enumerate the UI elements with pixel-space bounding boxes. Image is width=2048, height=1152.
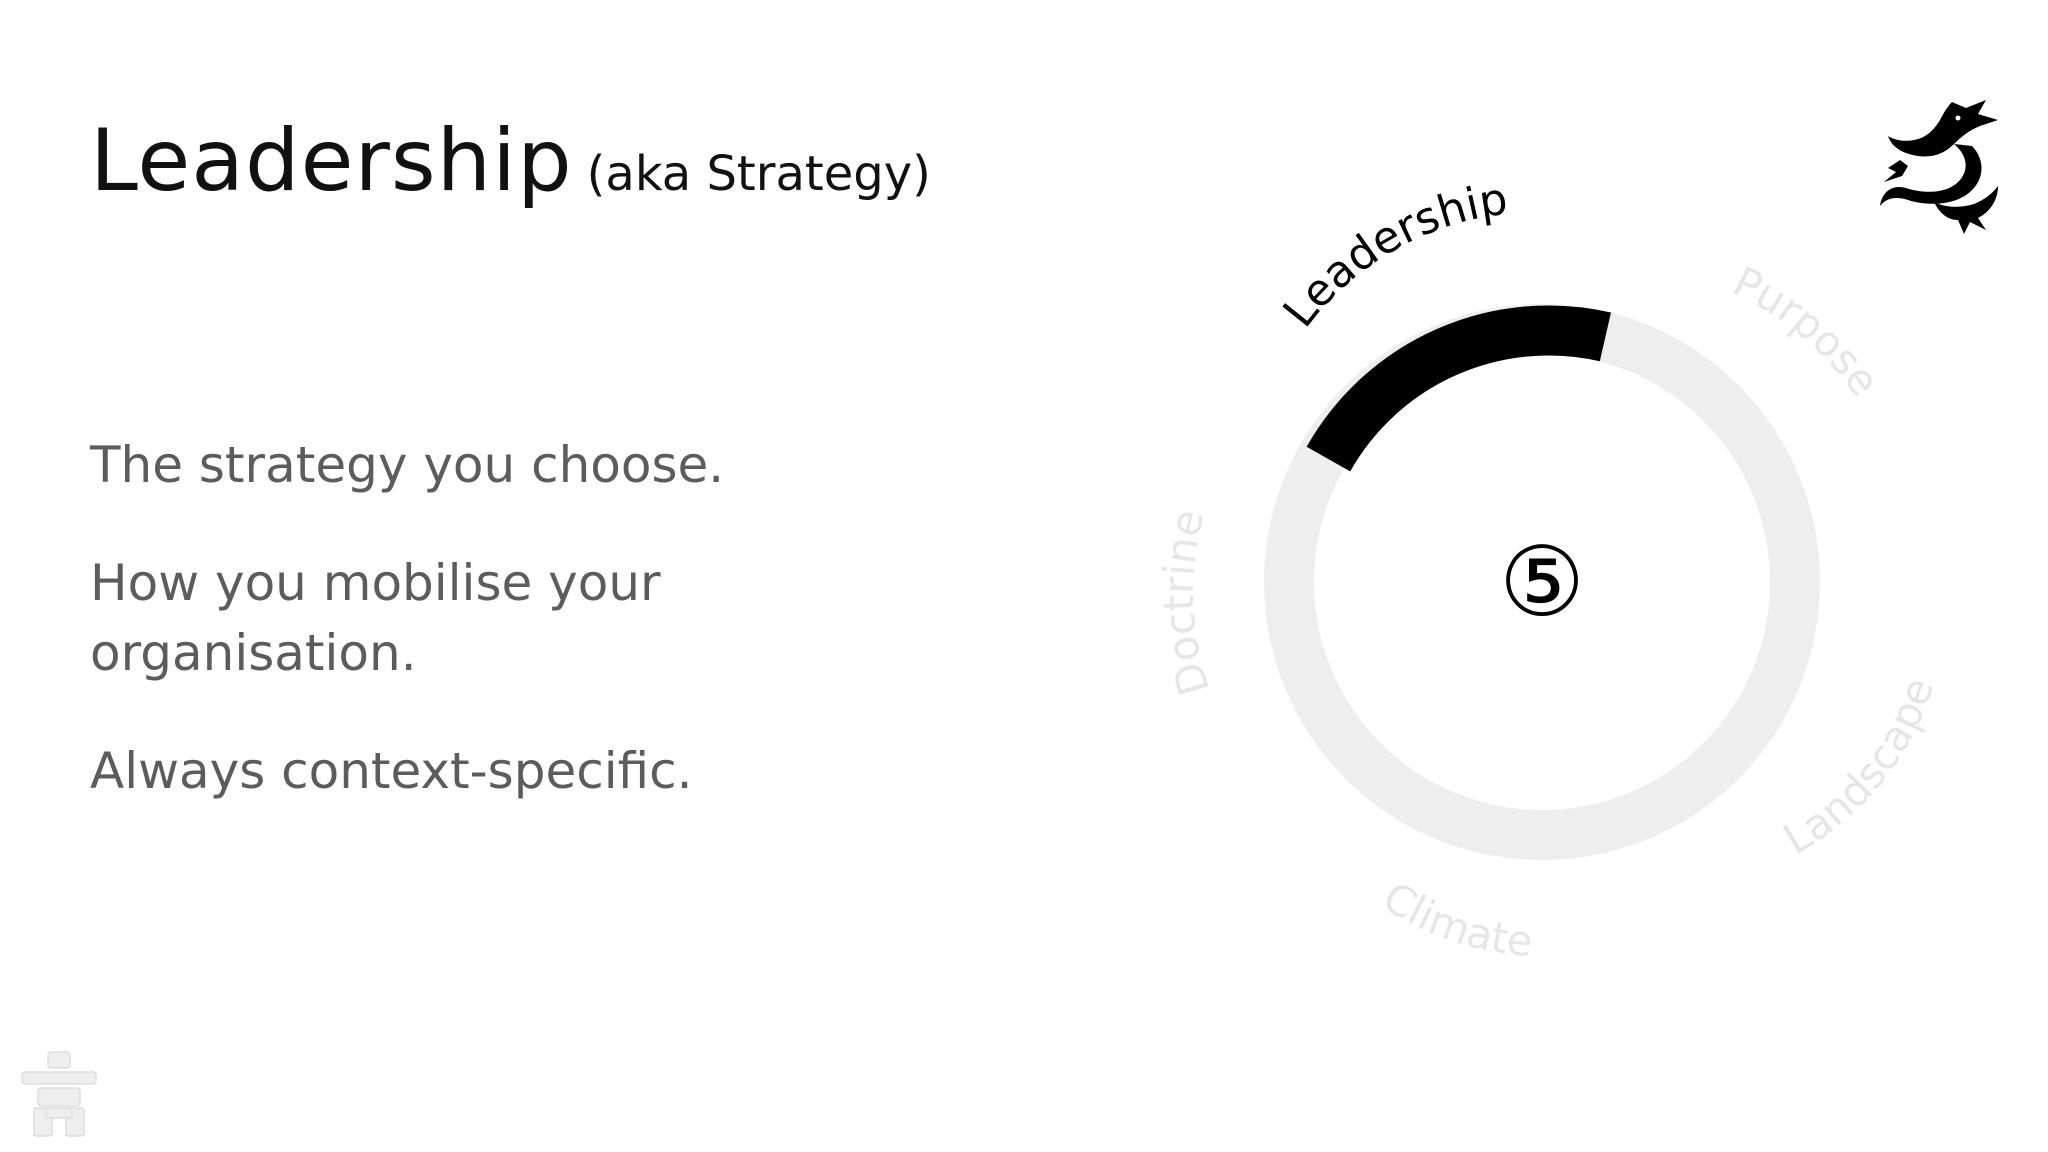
point-strategy: The strategy you choose. — [90, 436, 725, 494]
point-mobilise: How you mobilise your organisation. — [90, 554, 661, 682]
title-subtitle: (aka Strategy) — [586, 146, 931, 202]
point-context: Always context-specific. — [90, 742, 693, 800]
segment-label-purpose-path: Purpose — [1726, 257, 1889, 405]
body-text: The strategy you choose. How you mobilis… — [90, 430, 850, 854]
title-main: Leadership — [90, 111, 573, 211]
strategy-cycle: Leadership Purpose Landscape Climate Doc… — [1154, 173, 1944, 966]
inukshuk-icon — [21, 1051, 97, 1137]
segment-label-purpose: Purpose — [1726, 257, 1889, 405]
dragon-logo-icon — [1880, 100, 1998, 234]
leadership-segment — [1306, 305, 1611, 472]
segment-label-doctrine: Doctrine — [1154, 505, 1219, 701]
cycle-center-number: ⑤ — [1499, 526, 1585, 638]
segment-label-climate: Climate — [1375, 872, 1535, 966]
segment-label-climate-path: Climate — [1375, 872, 1535, 966]
segment-label-doctrine-path: Doctrine — [1154, 505, 1219, 701]
segment-label-landscape-path: Landscape — [1775, 671, 1944, 864]
segment-label-landscape: Landscape — [1775, 671, 1944, 864]
page-title: Leadership(aka Strategy) — [90, 118, 931, 204]
